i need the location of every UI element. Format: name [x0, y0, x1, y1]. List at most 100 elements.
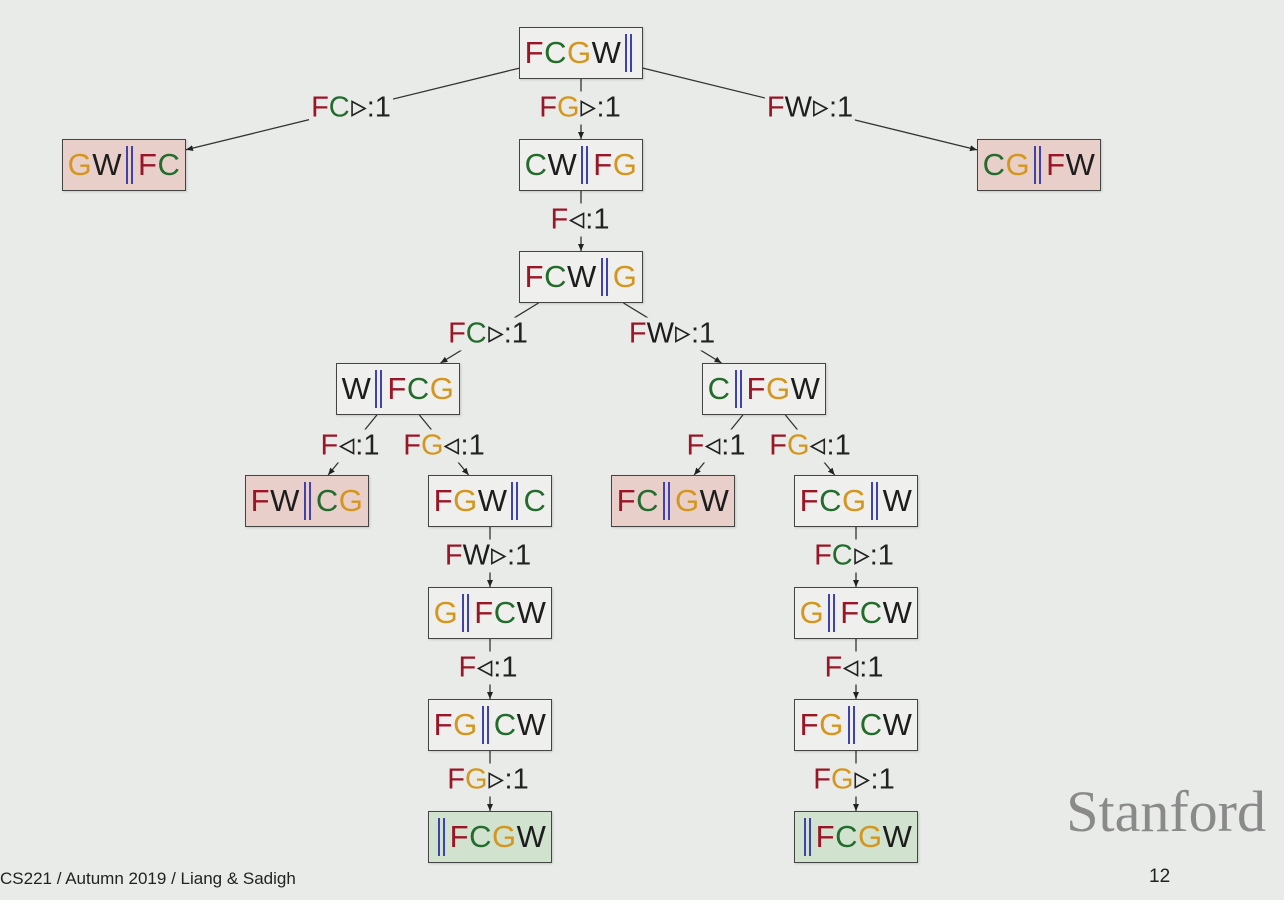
river-separator-icon: [437, 818, 447, 856]
left-bank: G: [800, 595, 825, 631]
bank-letter-c: C: [544, 35, 567, 70]
bank-letter-f: F: [616, 483, 637, 518]
action-cost: 1: [511, 317, 528, 350]
action-cost: 1: [699, 317, 716, 350]
left-bank: W: [342, 371, 372, 407]
river-separator-icon: [734, 370, 744, 408]
bank-letter-f: F: [433, 483, 454, 518]
right-bank: G: [613, 259, 638, 295]
river-separator-icon: [600, 258, 610, 296]
triangle-left-icon: [338, 437, 355, 455]
bank-letter-w: W: [92, 147, 123, 182]
bank-letter-f: F: [1046, 147, 1066, 182]
right-bank: FG: [593, 147, 637, 183]
bank-letter-f: F: [447, 763, 465, 796]
right-bank: FCG: [387, 371, 454, 407]
cost-separator: :: [493, 651, 502, 684]
cost-separator: :: [828, 91, 838, 124]
cost-separator: :: [504, 763, 513, 796]
bank-letter-f: F: [593, 147, 613, 182]
cost-separator: :: [506, 539, 516, 572]
bank-letter-g: G: [338, 483, 364, 518]
bank-letter-f: F: [815, 819, 836, 854]
river-separator-icon: [803, 818, 813, 856]
right-bank: FW: [1046, 147, 1095, 183]
action-label: FG:1: [445, 763, 531, 797]
bank-letter-g: G: [464, 763, 488, 796]
bank-letter-f: F: [524, 35, 545, 70]
left-bank: CG: [983, 147, 1031, 183]
triangle-right-icon: [350, 99, 367, 117]
river-separator-icon: [125, 146, 135, 184]
action-cost: 1: [512, 763, 529, 796]
bank-letter-w: W: [547, 147, 578, 182]
action-move: FC: [814, 540, 853, 573]
action-move: FG: [447, 764, 487, 797]
bank-letter-f: F: [458, 651, 477, 684]
river-separator-icon: [374, 370, 384, 408]
cost-separator: :: [503, 317, 512, 350]
right-bank: W: [883, 483, 913, 519]
action-move: FG: [403, 430, 443, 463]
bank-letter-c: C: [859, 595, 883, 630]
bank-letter-g: G: [1005, 147, 1031, 182]
bank-letter-f: F: [814, 539, 832, 572]
right-bank: FGW: [747, 371, 821, 407]
triangle-right-icon: [488, 771, 505, 789]
bank-letter-g: G: [799, 595, 825, 630]
bank-letter-f: F: [769, 429, 787, 462]
left-bank: FG: [800, 707, 844, 743]
action-move: F: [825, 652, 843, 685]
action-cost: 1: [729, 429, 746, 462]
bank-letter-w: W: [784, 91, 812, 124]
triangle-right-icon: [854, 771, 871, 789]
action-move: F: [321, 430, 339, 463]
bank-letter-g: G: [786, 429, 810, 462]
bank-letter-c: C: [544, 259, 567, 294]
cost-separator: :: [690, 317, 700, 350]
bank-letter-c: C: [328, 91, 350, 124]
action-label: FG:1: [811, 763, 897, 797]
bank-letter-g: G: [453, 483, 478, 518]
bank-letter-f: F: [799, 707, 820, 742]
bank-letter-c: C: [982, 147, 1006, 182]
action-move: FG: [539, 92, 579, 125]
action-move: FW: [629, 318, 674, 351]
triangle-right-icon: [580, 99, 597, 117]
bank-letter-c: C: [859, 707, 883, 742]
action-label: F:1: [822, 651, 886, 685]
bank-letter-g: G: [556, 91, 580, 124]
action-move: FC: [448, 318, 487, 351]
bank-letter-c: C: [523, 483, 547, 518]
triangle-left-icon: [842, 659, 859, 677]
river-separator-icon: [662, 482, 672, 520]
state-node-fg-cw-b: FG CW: [794, 699, 918, 751]
bank-letter-w: W: [341, 371, 372, 406]
bank-letter-g: G: [566, 35, 592, 70]
bank-letter-g: G: [857, 819, 883, 854]
bank-letter-f: F: [444, 539, 463, 572]
page-number: 12: [1149, 866, 1171, 887]
action-move: FG: [769, 430, 809, 463]
bank-letter-c: C: [465, 317, 487, 350]
bank-letter-c: C: [469, 819, 492, 854]
cost-separator: :: [870, 763, 879, 796]
bank-letter-w: W: [699, 483, 730, 518]
triangle-left-icon: [476, 659, 493, 677]
state-node-cg-fw: CG FW: [977, 139, 1101, 191]
bank-letter-w: W: [882, 595, 913, 630]
bank-letter-f: F: [474, 595, 494, 630]
bank-letter-w: W: [882, 707, 913, 742]
bank-letter-c: C: [636, 483, 659, 518]
action-cost: 1: [363, 429, 380, 462]
left-bank: FG: [434, 707, 478, 743]
bank-letter-c: C: [524, 147, 548, 182]
bank-letter-c: C: [831, 539, 853, 572]
left-bank: C: [708, 371, 731, 407]
river-separator-icon: [827, 594, 837, 632]
right-bank: FC: [138, 147, 180, 183]
left-bank: FCGW: [525, 35, 622, 71]
river-separator-icon: [461, 594, 471, 632]
action-cost: 1: [878, 763, 895, 796]
